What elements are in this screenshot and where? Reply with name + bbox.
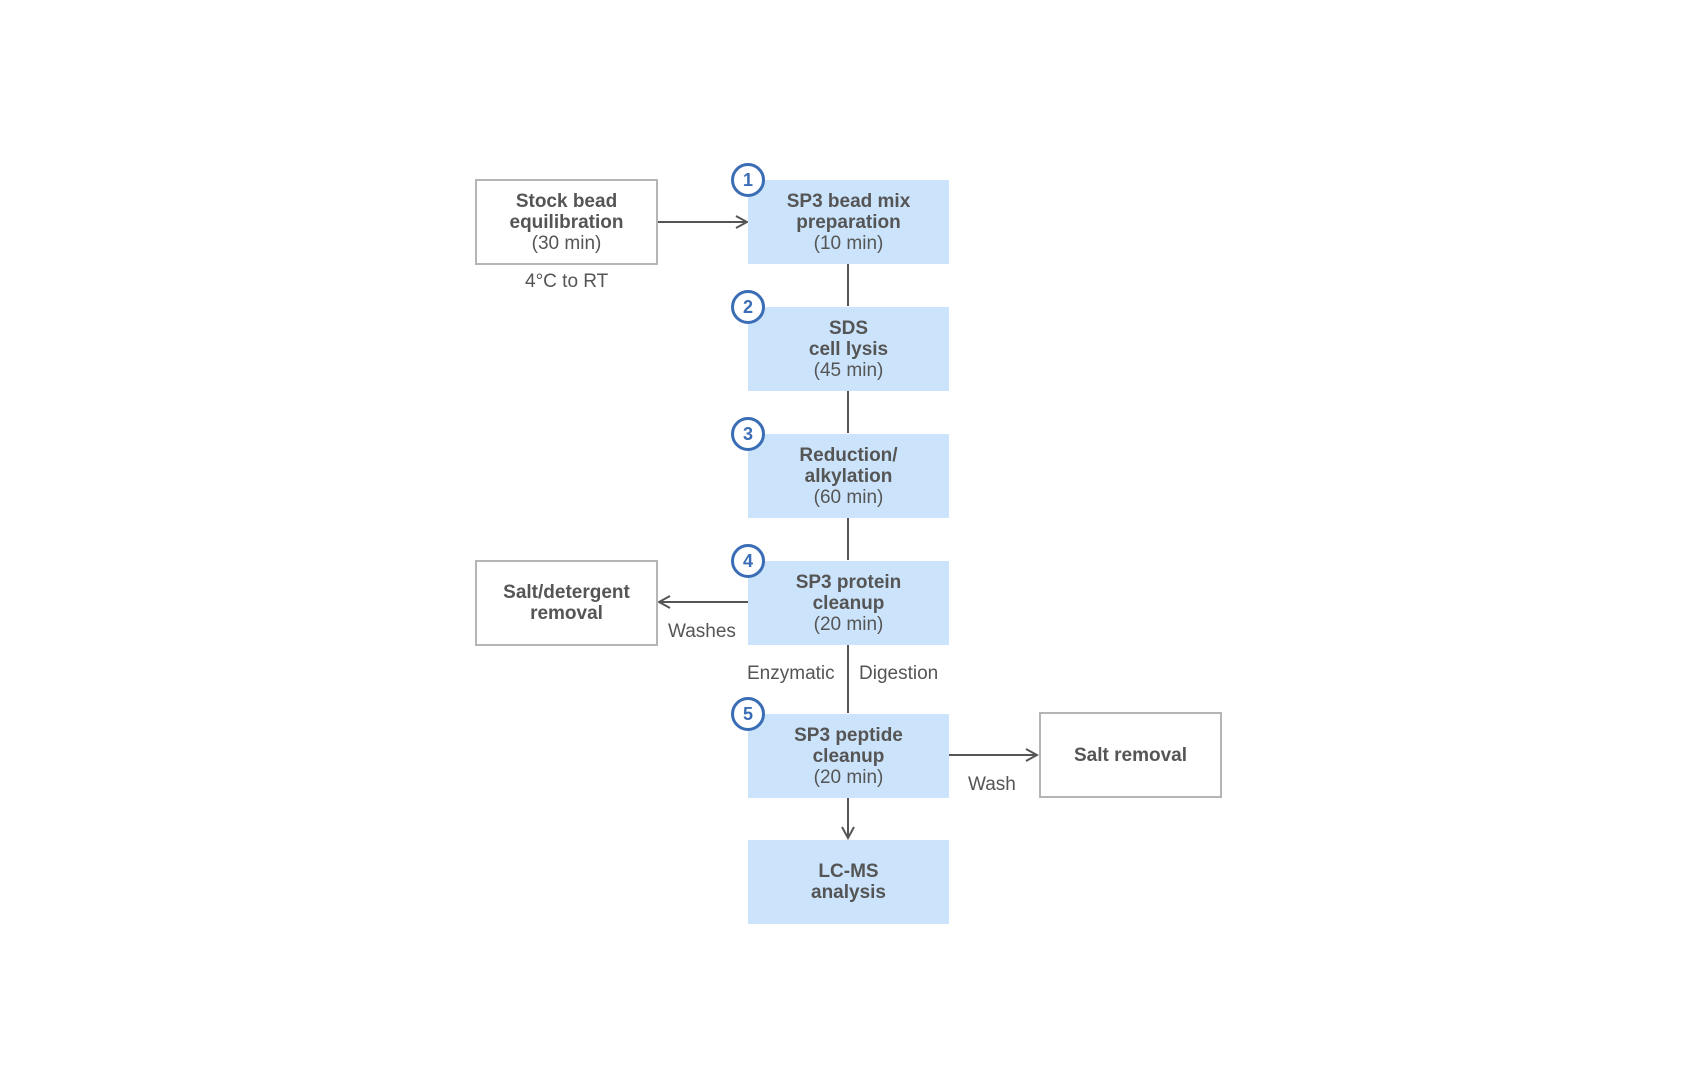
salt-detergent-box: Salt/detergent removal: [475, 560, 658, 646]
step-5-title-line1: SP3 peptide: [794, 724, 903, 746]
step-5-box: SP3 peptide cleanup (20 min): [748, 714, 949, 798]
lcms-analysis-box: LC-MS analysis: [748, 840, 949, 924]
salt-detergent-title-line2: removal: [530, 603, 603, 624]
step-1-number-badge: 1: [731, 163, 765, 197]
step-4-box: SP3 protein cleanup (20 min): [748, 561, 949, 645]
step-4-title-line1: SP3 protein: [795, 571, 902, 593]
step-4-number-badge: 4: [731, 544, 765, 578]
step-5-duration: (20 min): [813, 766, 884, 788]
step-3-title-line1: Reduction/: [799, 444, 898, 466]
step-4-duration: (20 min): [813, 613, 884, 635]
wash-label: Wash: [968, 774, 1016, 795]
step-2-title-line2: cell lysis: [808, 338, 889, 360]
step-3-title-line2: alkylation: [804, 465, 893, 487]
step-1-title-line2: preparation: [796, 211, 901, 233]
stock-bead-title-line2: equilibration: [509, 211, 624, 233]
step-1-duration: (10 min): [813, 232, 884, 254]
step-5-title-line2: cleanup: [812, 745, 885, 767]
step-1-title-line1: SP3 bead mix: [786, 190, 911, 212]
step-3-duration: (60 min): [813, 486, 884, 508]
salt-removal-box: Salt removal: [1039, 712, 1222, 798]
stock-bead-duration: (30 min): [531, 232, 602, 254]
stock-bead-title-line1: Stock bead: [515, 190, 618, 212]
washes-label: Washes: [668, 621, 736, 642]
step-1-box: SP3 bead mix preparation (10 min): [748, 180, 949, 264]
step-2-number-badge: 2: [731, 290, 765, 324]
salt-removal-title: Salt removal: [1074, 744, 1187, 766]
step-3-box: Reduction/ alkylation (60 min): [748, 434, 949, 518]
stock-bead-note: 4°C to RT: [525, 271, 609, 292]
digestion-label: Digestion: [859, 663, 939, 684]
lcms-title-line2: analysis: [811, 882, 886, 903]
step-4-title-line2: cleanup: [812, 592, 885, 614]
step-2-title-line1: SDS: [828, 317, 869, 339]
stock-bead-box: Stock bead equilibration (30 min): [475, 179, 658, 265]
step-3-number-badge: 3: [731, 417, 765, 451]
step-5-number-badge: 5: [731, 697, 765, 731]
enzymatic-label: Enzymatic: [747, 663, 835, 684]
step-2-box: SDS cell lysis (45 min): [748, 307, 949, 391]
step-2-duration: (45 min): [813, 359, 884, 381]
lcms-title-line1: LC-MS: [818, 861, 879, 882]
salt-detergent-title-line1: Salt/detergent: [503, 582, 630, 603]
